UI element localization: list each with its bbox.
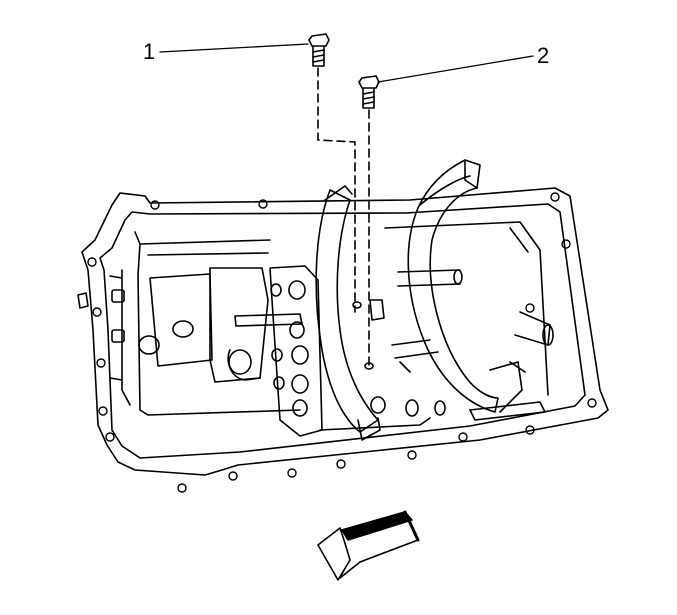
front-direction-arrow: [317, 510, 420, 581]
pan-interior: [77, 221, 549, 416]
bolt-1: [308, 33, 356, 313]
callout-2: 2: [537, 43, 550, 68]
callout-1: 1: [143, 39, 156, 64]
left-baffle: [138, 267, 303, 383]
front-bracket: [315, 185, 381, 441]
shaft: [391, 269, 554, 373]
lower-details: [319, 299, 546, 431]
oil-pan-flange: [81, 187, 609, 476]
flange-bolt-holes: [87, 192, 597, 493]
bolt-2: [358, 75, 380, 370]
rear-bracket: [407, 159, 526, 413]
bolt-plate: [269, 265, 323, 437]
leader-lines: [159, 43, 534, 83]
